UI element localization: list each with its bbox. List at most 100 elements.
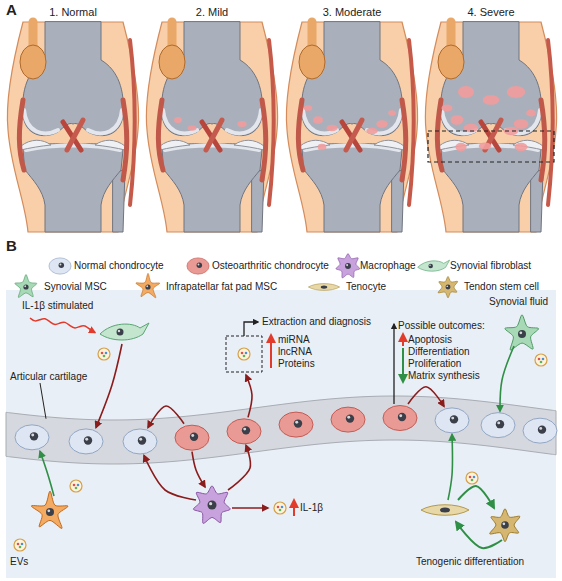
vesicle-cargo: [73, 484, 76, 487]
nucleus-highlight: [497, 421, 500, 424]
outcome-label: Matrix synthesis: [408, 370, 480, 381]
collateral-ligament: [123, 100, 127, 180]
cartilage-lesion: [483, 95, 500, 105]
arrow: [402, 334, 404, 346]
oa-cell: [175, 425, 209, 450]
vesicle-cargo: [469, 476, 472, 479]
nucleus: [197, 263, 202, 268]
tendon: [269, 40, 274, 205]
vesicle-membrane: [98, 348, 110, 360]
vesicle-cargo: [281, 506, 284, 509]
cruciate-ligament: [67, 120, 83, 150]
knee-joint: [425, 22, 556, 232]
nucleus: [23, 284, 28, 289]
mac-cell: [193, 486, 230, 523]
arrow: [408, 387, 444, 407]
cell-body: [308, 284, 339, 291]
arrow: [96, 344, 122, 428]
normal-cell: [523, 418, 557, 443]
cell-body: [421, 505, 469, 516]
cartilage-lesion: [451, 115, 464, 125]
vesicle-cargo: [101, 352, 104, 355]
cargo-label: lncRNA: [278, 346, 312, 357]
nucleus: [518, 330, 526, 338]
legend-text: Osteoarthritic chondrocyte: [212, 260, 329, 271]
leg-skin: [425, 22, 556, 232]
vesicle-cargo: [538, 358, 541, 361]
panel-letter: A: [6, 2, 17, 19]
cell-body: [123, 429, 157, 454]
tsc-cell: [490, 509, 520, 542]
cell-body: [418, 260, 450, 271]
tibia: [162, 144, 262, 232]
nucleus-highlight: [139, 438, 142, 441]
vesicle-cargo: [279, 509, 282, 512]
cartilage-lesion: [514, 119, 529, 129]
smsc-cell: [505, 315, 539, 350]
collateral-ligament: [19, 100, 24, 170]
cell-body: [15, 425, 49, 450]
nucleus: [446, 285, 451, 290]
panel-letter: B: [6, 238, 17, 255]
collateral-ligament: [298, 100, 303, 170]
tibia: [23, 144, 123, 232]
normal-cell: [435, 408, 469, 433]
arrow: [144, 455, 196, 500]
cartilage-lesion: [479, 142, 491, 149]
vesicle-cargo: [17, 543, 20, 546]
cruciate-ligament: [206, 120, 222, 150]
nucleus-highlight: [146, 285, 148, 287]
oa-cell: [383, 406, 417, 431]
vesicle-cargo: [540, 361, 543, 364]
vesicle-cargo: [103, 355, 106, 358]
nucleus-highlight: [346, 264, 348, 266]
vesicle-cargo: [277, 506, 280, 509]
legend-text: Infrapatellar fat pad MSC: [166, 281, 277, 292]
nucleus-highlight: [243, 428, 246, 431]
vesicle-cargo: [243, 355, 246, 358]
cartilage-lesion: [326, 125, 337, 132]
vesicle-membrane: [238, 348, 250, 360]
collateral-ligament: [262, 100, 266, 180]
nucleus: [46, 508, 54, 516]
nucleus-highlight: [85, 438, 88, 441]
legend-symbol: [15, 275, 37, 298]
arrow: [293, 500, 295, 516]
structure-label: Articular cartilage: [10, 371, 87, 382]
patella: [20, 45, 46, 79]
tendon: [130, 40, 135, 205]
cartilage-lesion: [376, 120, 388, 128]
cartilage-lesion: [318, 144, 327, 151]
zoom-box: [428, 131, 554, 162]
patella: [299, 45, 325, 79]
leg-skin: [7, 22, 138, 232]
legend-symbol: [136, 273, 160, 297]
vesicle-membrane: [70, 480, 82, 492]
teno-cell: [421, 505, 469, 516]
femoral-cartilage: [303, 110, 401, 133]
cell-body: [438, 276, 458, 297]
nucleus-highlight: [399, 414, 402, 417]
knee-joint: [286, 22, 417, 232]
meniscus: [374, 140, 404, 150]
nucleus: [428, 264, 433, 269]
femoral-cartilage: [163, 110, 261, 133]
stimulus-arrow: [30, 318, 95, 332]
nucleus-highlight: [31, 434, 34, 437]
femoral-cartilage: [442, 110, 540, 133]
cell-body: [15, 275, 37, 298]
nucleus-highlight: [451, 417, 454, 420]
process-label: Tenogenic differentiation: [416, 556, 524, 567]
cell-body: [336, 254, 360, 278]
nucleus: [190, 432, 198, 440]
nucleus-highlight: [24, 285, 26, 287]
nucleus-highlight: [198, 264, 200, 266]
fib-cell: [100, 323, 149, 340]
leg-skin: [286, 22, 417, 232]
legend-symbol: [438, 276, 458, 297]
arrow: [448, 434, 452, 500]
nucleus: [321, 285, 328, 288]
patella: [438, 45, 464, 79]
cell-body: [227, 419, 261, 444]
cell-body: [481, 413, 515, 438]
